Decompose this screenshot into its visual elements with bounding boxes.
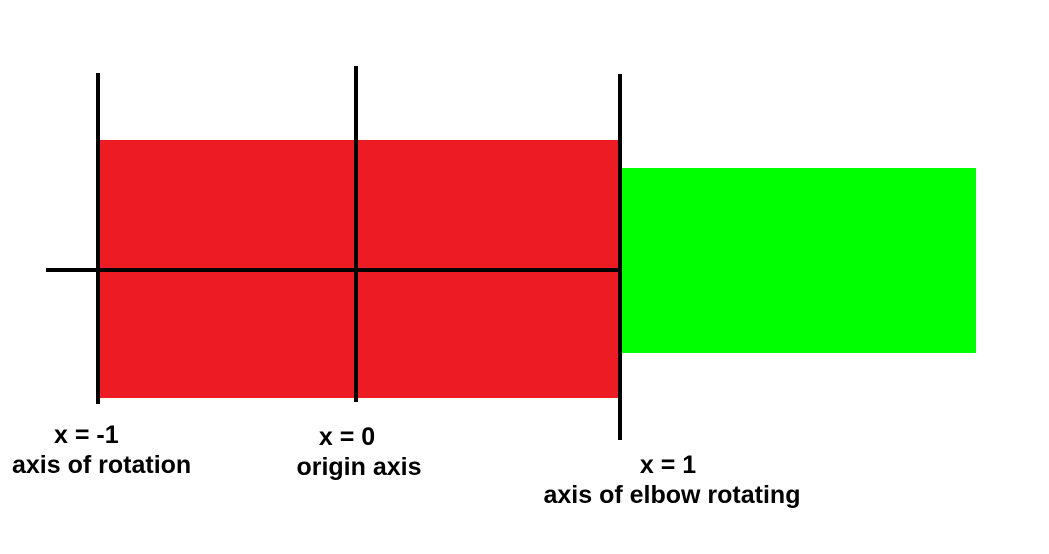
label-right-caption: axis of elbow rotating bbox=[543, 481, 801, 509]
label-left-value: x = -1 bbox=[54, 421, 119, 449]
label-middle-value: x = 0 bbox=[318, 423, 376, 451]
label-left: x = -1 axis of rotation bbox=[12, 420, 218, 480]
label-right-value: x = 1 bbox=[639, 451, 697, 479]
label-left-caption: axis of rotation bbox=[12, 451, 192, 479]
label-middle: x = 0 origin axis bbox=[288, 422, 430, 482]
label-right: x = 1 axis of elbow rotating bbox=[522, 450, 822, 510]
green-block bbox=[622, 168, 976, 353]
label-middle-caption: origin axis bbox=[296, 453, 422, 481]
